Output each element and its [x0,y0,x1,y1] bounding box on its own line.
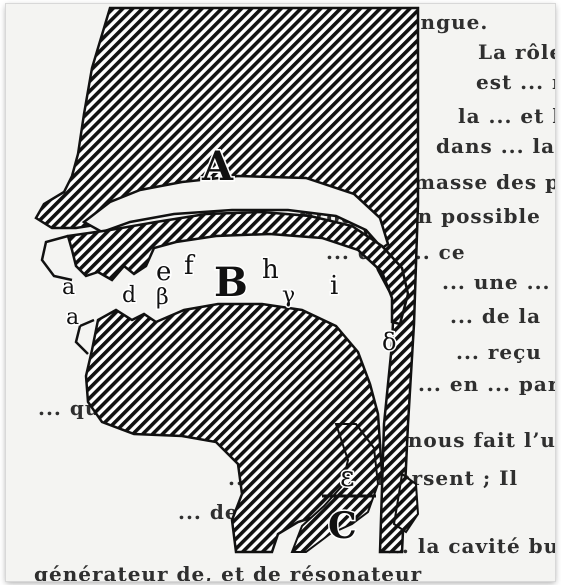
label-gamma: γ [282,283,295,308]
label-A: A [201,143,234,190]
label-delta: δ [382,328,396,356]
vocal-tract-diagram: A B C a a d e f h γ i β δ ε [6,4,555,581]
label-beta: β [156,285,169,310]
label-f: f [184,251,196,281]
label-C: C [328,505,357,547]
label-e: e [156,257,171,287]
label-i: i [330,271,338,301]
label-epsilon: ε [340,460,355,493]
label-a-lower: a [66,305,79,330]
label-d: d [122,283,136,308]
label-B: B [214,259,248,306]
label-a-upper: a [62,275,75,300]
label-h: h [262,255,279,285]
